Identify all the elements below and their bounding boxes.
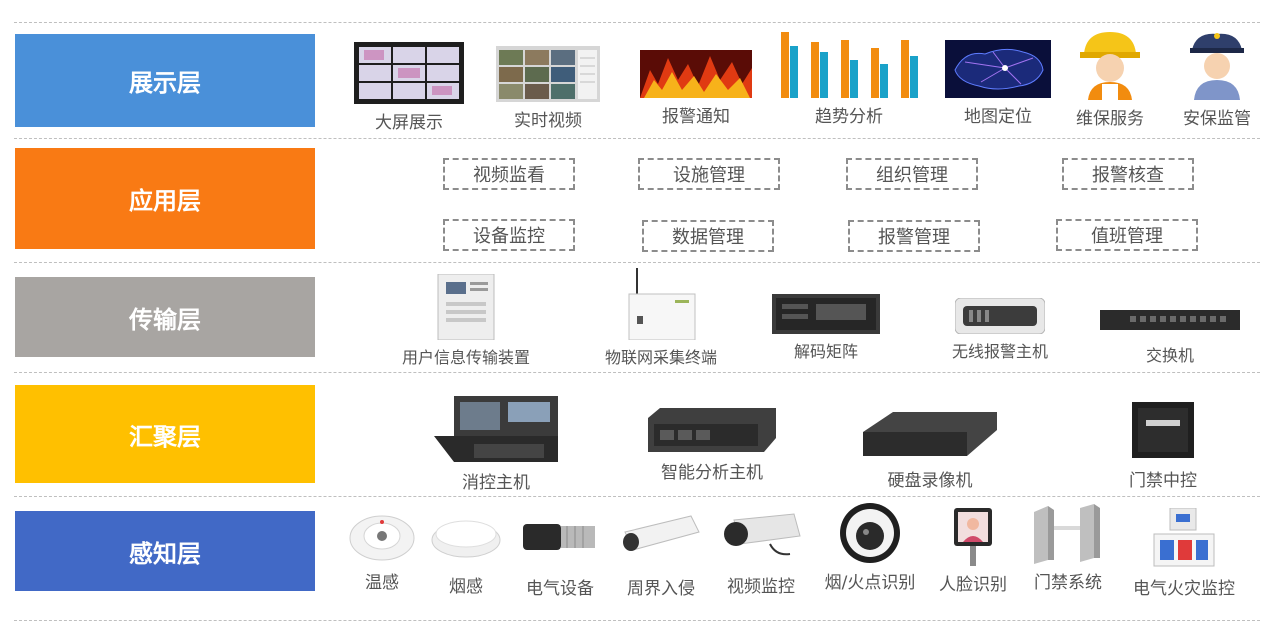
bullet-camera-icon bbox=[619, 512, 703, 560]
electrical-monitor-icon bbox=[1152, 508, 1216, 570]
decoder-rack-icon bbox=[772, 294, 880, 334]
sensing-item-smoke-detector: 烟感 bbox=[430, 514, 502, 597]
item-caption: 消控主机 bbox=[462, 473, 530, 493]
transport-item-iot-terminal: 物联网采集终端 bbox=[598, 268, 724, 368]
app-chip-alarm-verification: 报警核查 bbox=[1062, 158, 1194, 190]
item-caption: 智能分析主机 bbox=[661, 463, 763, 483]
box-camera-icon bbox=[720, 510, 802, 560]
separator bbox=[14, 620, 1260, 621]
item-caption: 地图定位 bbox=[964, 107, 1032, 127]
sensing-item-electrical-equipment: 电气设备 bbox=[518, 516, 602, 599]
item-caption: 电气设备 bbox=[526, 579, 594, 599]
item-caption: 实时视频 bbox=[514, 111, 582, 131]
smoke-detector-icon bbox=[431, 514, 501, 558]
sensing-item-access-control-system: 门禁系统 bbox=[1024, 504, 1112, 593]
surveillance-screen-icon bbox=[496, 46, 600, 102]
display-item-maintenance: 维保服务 bbox=[1066, 30, 1154, 129]
analysis-server-icon bbox=[648, 408, 776, 452]
fire-alarm-icon bbox=[640, 50, 752, 98]
transport-item-decoding-matrix: 解码矩阵 bbox=[770, 294, 882, 362]
display-item-security: 安保监管 bbox=[1172, 30, 1262, 129]
item-caption: 门禁系统 bbox=[1034, 573, 1102, 593]
app-chip-alarm-management: 报警管理 bbox=[848, 220, 980, 252]
app-chip-data-management: 数据管理 bbox=[642, 220, 774, 252]
video-wall-icon bbox=[354, 42, 464, 104]
layer-label-transport: 传输层 bbox=[15, 277, 315, 357]
aggregation-item-smart-analysis-host: 智能分析主机 bbox=[646, 408, 778, 483]
layer-label-aggregation: 汇聚层 bbox=[15, 385, 315, 483]
separator bbox=[14, 138, 1260, 139]
heat-detector-icon bbox=[349, 510, 415, 562]
item-caption: 视频监控 bbox=[727, 577, 795, 597]
item-caption: 烟/火点识别 bbox=[824, 573, 916, 593]
maintenance-worker-icon bbox=[1076, 30, 1144, 100]
sensing-item-face-recognition: 人脸识别 bbox=[932, 508, 1014, 595]
sensing-item-smoke-fire-recognition: 烟/火点识别 bbox=[814, 502, 926, 593]
item-caption: 温感 bbox=[365, 573, 399, 593]
item-caption: 安保监管 bbox=[1183, 109, 1251, 129]
separator bbox=[14, 372, 1260, 373]
item-caption: 门禁中控 bbox=[1129, 471, 1197, 491]
dome-camera-icon bbox=[838, 502, 902, 564]
network-switch-icon bbox=[1100, 310, 1240, 330]
display-item-trend-analysis: 趋势分析 bbox=[778, 32, 920, 127]
aggregation-item-dvr: 硬盘录像机 bbox=[862, 412, 998, 491]
iot-terminal-icon bbox=[623, 268, 699, 340]
app-chip-organization-management: 组织管理 bbox=[846, 158, 978, 190]
separator bbox=[14, 22, 1260, 23]
access-controller-icon bbox=[1132, 402, 1194, 458]
pump-motor-icon bbox=[521, 516, 599, 556]
app-chip-device-monitoring: 设备监控 bbox=[443, 219, 575, 251]
turnstile-gate-icon bbox=[1030, 504, 1106, 564]
alarm-host-icon bbox=[955, 298, 1045, 334]
item-caption: 报警通知 bbox=[662, 107, 730, 127]
item-caption: 电气火灾监控 bbox=[1133, 579, 1235, 599]
item-caption: 硬盘录像机 bbox=[887, 471, 973, 491]
item-caption: 趋势分析 bbox=[815, 107, 883, 127]
hard-disk-recorder-icon bbox=[863, 412, 997, 456]
layer-label-sensing: 感知层 bbox=[15, 511, 315, 591]
item-caption: 用户信息传输装置 bbox=[401, 348, 530, 367]
item-caption: 烟感 bbox=[449, 577, 483, 597]
item-caption: 维保服务 bbox=[1076, 109, 1144, 129]
item-caption: 无线报警主机 bbox=[951, 342, 1048, 361]
app-chip-video-monitoring: 视频监看 bbox=[443, 158, 575, 190]
display-item-live-video: 实时视频 bbox=[490, 46, 606, 131]
item-caption: 交换机 bbox=[1145, 346, 1194, 365]
control-console-icon bbox=[434, 396, 558, 462]
security-guard-icon bbox=[1184, 30, 1250, 100]
transport-item-wireless-alarm-host: 无线报警主机 bbox=[944, 298, 1056, 362]
aggregation-item-fire-control-host: 消控主机 bbox=[432, 396, 560, 493]
map-icon bbox=[945, 40, 1051, 98]
separator bbox=[14, 262, 1260, 263]
transport-item-switch: 交换机 bbox=[1098, 310, 1242, 366]
display-item-map-location: 地图定位 bbox=[942, 40, 1054, 127]
separator bbox=[14, 496, 1260, 497]
item-caption: 物联网采集终端 bbox=[604, 348, 717, 367]
sensing-item-electrical-fire-monitoring: 电气火灾监控 bbox=[1124, 508, 1244, 599]
display-item-big-screen: 大屏展示 bbox=[350, 42, 468, 133]
layer-label-display: 展示层 bbox=[15, 34, 315, 127]
app-chip-facility-management: 设施管理 bbox=[638, 158, 780, 190]
sensing-item-perimeter-intrusion: 周界入侵 bbox=[614, 512, 708, 599]
face-terminal-icon bbox=[950, 508, 996, 566]
bar-chart-icon bbox=[779, 32, 919, 98]
item-caption: 周界入侵 bbox=[627, 579, 695, 599]
layer-label-application: 应用层 bbox=[15, 148, 315, 249]
display-item-alarm-notice: 报警通知 bbox=[636, 50, 756, 127]
sensing-item-video-surveillance: 视频监控 bbox=[718, 510, 804, 597]
transmitter-cabinet-icon bbox=[434, 274, 498, 340]
aggregation-item-access-control-hub: 门禁中控 bbox=[1118, 402, 1208, 491]
item-caption: 大屏展示 bbox=[375, 113, 443, 133]
app-chip-duty-management: 值班管理 bbox=[1056, 219, 1198, 251]
item-caption: 人脸识别 bbox=[939, 575, 1007, 595]
transport-item-info-transmitter: 用户信息传输装置 bbox=[396, 274, 536, 368]
item-caption: 解码矩阵 bbox=[793, 342, 858, 361]
sensing-item-heat-detector: 温感 bbox=[346, 510, 418, 593]
